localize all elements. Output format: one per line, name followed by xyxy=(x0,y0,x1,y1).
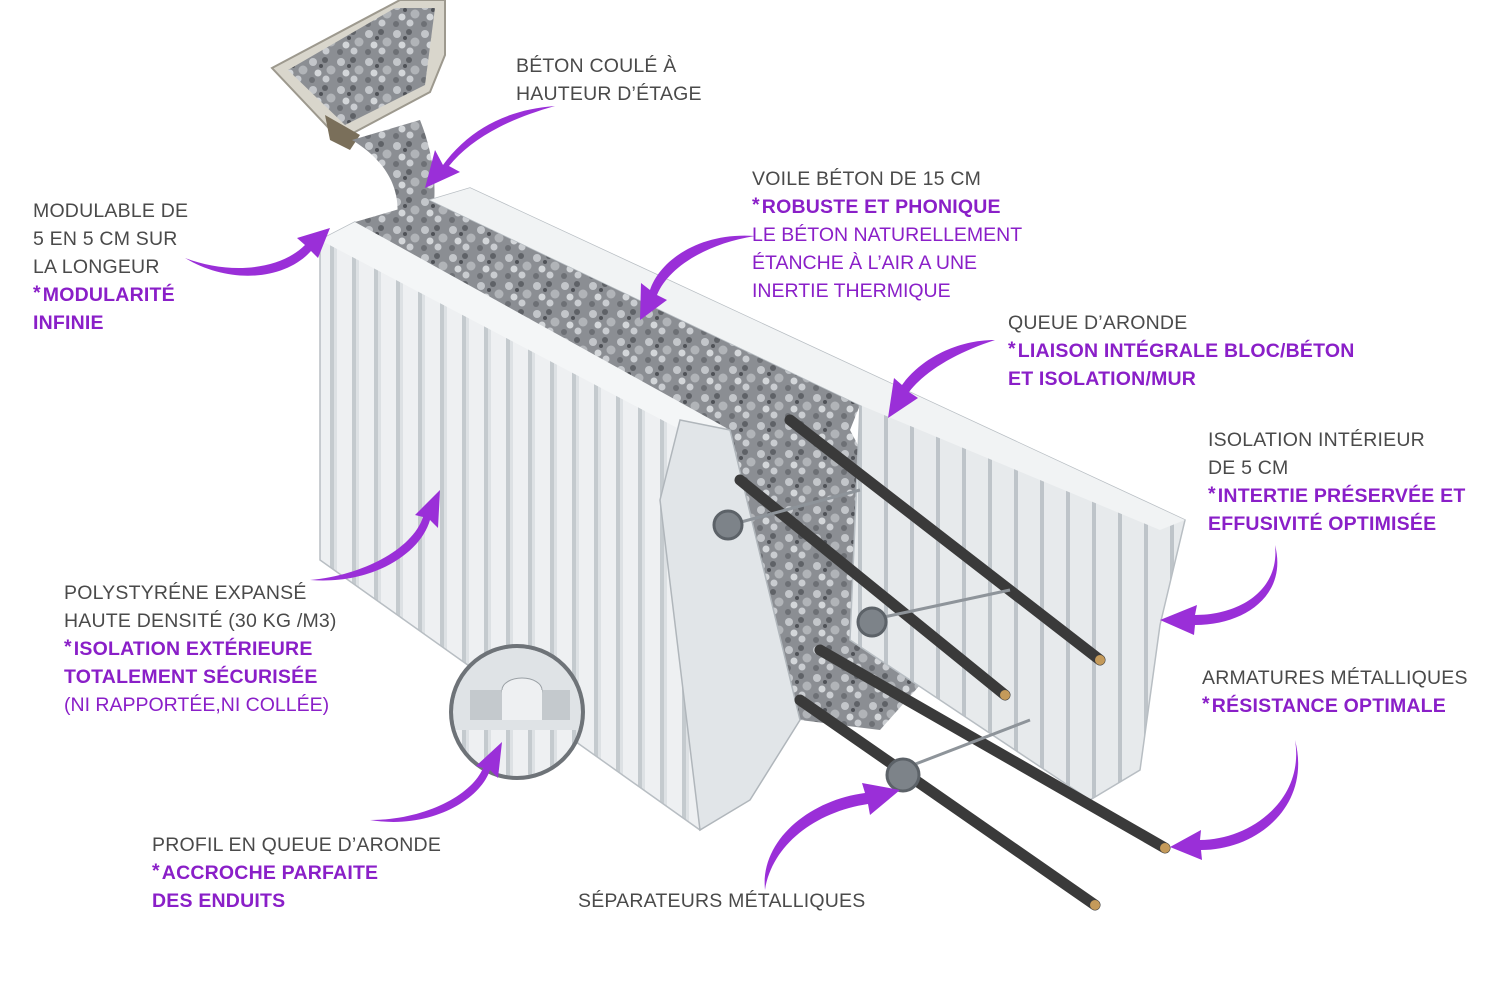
text-line: HAUTE DENSITÉ (30 KG /M3) xyxy=(64,610,337,632)
highlight-line: EFFUSIVITÉ OPTIMISÉE xyxy=(1208,513,1437,535)
arrow-rebar xyxy=(1170,740,1299,860)
label-polystyrene: POLYSTYRÉNE EXPANSÉ HAUTE DENSITÉ (30 KG… xyxy=(64,579,337,719)
highlight-line: INTERTIE PRÉSERVÉE ET xyxy=(1208,482,1465,510)
interior-foam-panel xyxy=(427,187,1186,801)
text-line: MODULABLE DE xyxy=(33,200,189,222)
rebar-4 xyxy=(794,694,1101,911)
text-line: QUEUE D’ARONDE xyxy=(1008,312,1188,334)
text-line: DE 5 CM xyxy=(1208,457,1289,479)
concrete-chute xyxy=(270,0,446,150)
label-metal-separators: SÉPARATEURS MÉTALLIQUES xyxy=(578,887,865,915)
text-line: SÉPARATEURS MÉTALLIQUES xyxy=(578,890,866,912)
label-rebar: ARMATURES MÉTALLIQUES RÉSISTANCE OPTIMAL… xyxy=(1202,664,1468,720)
label-concrete-wall: VOILE BÉTON DE 15 CM ROBUSTE ET PHONIQUE… xyxy=(752,165,1022,305)
label-dovetail-profile: PROFIL EN QUEUE D’ARONDE ACCROCHE PARFAI… xyxy=(152,831,441,915)
arrow-wall xyxy=(640,235,755,320)
arrow-dovetail xyxy=(888,340,995,418)
highlight-line: RÉSISTANCE OPTIMALE xyxy=(1202,692,1468,720)
cut-end-face xyxy=(659,419,801,832)
rebar-group xyxy=(734,414,1171,911)
highlight-line: ISOLATION EXTÉRIEURE xyxy=(64,635,337,663)
arrow-polystyrene xyxy=(310,490,440,581)
label-modular: MODULABLE DE 5 EN 5 CM SUR LA LONGEUR MO… xyxy=(33,197,188,337)
arrow-separators xyxy=(764,783,900,890)
purple-line: ÉTANCHE À L’AIR A UNE xyxy=(752,252,978,274)
text-line: HAUTEUR D’ÉTAGE xyxy=(516,83,702,105)
concrete-core xyxy=(355,200,960,730)
text-line: 5 EN 5 CM SUR xyxy=(33,228,178,250)
text-line: ISOLATION INTÉRIEUR xyxy=(1208,429,1425,451)
metal-separators xyxy=(712,488,1031,793)
text-line: BÉTON COULÉ À xyxy=(516,55,677,77)
highlight-line: ACCROCHE PARFAITE xyxy=(152,859,441,887)
arrow-modular xyxy=(185,228,330,276)
text-line: LA LONGEUR xyxy=(33,256,160,278)
label-dovetail: QUEUE D’ARONDE LIAISON INTÉGRALE BLOC/BÉ… xyxy=(1008,309,1355,393)
highlight-line: ROBUSTE ET PHONIQUE xyxy=(752,193,1022,221)
highlight-line: DES ENDUITS xyxy=(152,890,286,912)
rebar-1 xyxy=(784,414,1106,666)
concrete-stream xyxy=(352,120,435,230)
text-line: ARMATURES MÉTALLIQUES xyxy=(1202,667,1468,689)
purple-line: INERTIE THERMIQUE xyxy=(752,280,951,302)
label-interior-insulation: ISOLATION INTÉRIEUR DE 5 CM INTERTIE PRÉ… xyxy=(1208,426,1465,538)
purple-line: LE BÉTON NATURELLEMENT xyxy=(752,224,1023,246)
arrow-profile xyxy=(370,742,502,822)
rebar-2 xyxy=(734,474,1011,701)
highlight-line: LIAISON INTÉGRALE BLOC/BÉTON xyxy=(1008,337,1355,365)
label-concrete-pour: BÉTON COULÉ À HAUTEUR D’ÉTAGE xyxy=(516,52,702,108)
rebar-3 xyxy=(814,644,1171,854)
text-line: PROFIL EN QUEUE D’ARONDE xyxy=(152,834,442,856)
dovetail-profile-detail xyxy=(449,644,585,780)
highlight-line: MODULARITÉ xyxy=(33,281,188,309)
callout-arrows xyxy=(185,106,1299,890)
highlight-line: ET ISOLATION/MUR xyxy=(1008,368,1197,390)
highlight-line: TOTALEMENT SÉCURISÉE xyxy=(64,666,318,688)
arrow-interior xyxy=(1160,545,1278,635)
arrow-pour xyxy=(425,106,555,188)
highlight-line: INFINIE xyxy=(33,312,104,334)
text-line: POLYSTYRÉNE EXPANSÉ xyxy=(64,582,307,604)
text-line: VOILE BÉTON DE 15 CM xyxy=(752,168,982,190)
purple-line: (NI RAPPORTÉE,NI COLLÉE) xyxy=(64,694,330,716)
